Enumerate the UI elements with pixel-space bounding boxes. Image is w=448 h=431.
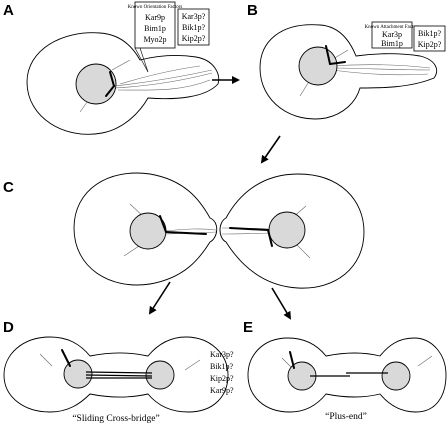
arrow-c-to-d	[148, 281, 171, 315]
panel-e-cell	[247, 337, 447, 413]
putative-kip2p-b: Kip2p?	[418, 40, 442, 49]
putative-bik1p: Bik1p?	[182, 23, 206, 32]
factor-myo2p: Myo2p	[143, 35, 166, 44]
panel-a-nucleus	[75, 63, 117, 105]
panel-letter-c: C	[3, 179, 14, 196]
panel-b-nucleus	[298, 46, 338, 86]
panel-d-cell	[3, 336, 229, 413]
arrow-c-to-e	[271, 287, 292, 320]
factor-kar3p: Kar3p	[382, 30, 402, 39]
attachment-putative-box	[413, 25, 446, 52]
caption-sliding-cross-bridge: “Sliding Cross-bridge”	[72, 414, 159, 424]
attachment-factors-title: Known Attachment Factors	[365, 25, 420, 30]
orientation-putative-box	[177, 8, 210, 46]
panel-e-right-nucleus	[381, 361, 411, 391]
arrow-b-to-c	[260, 135, 281, 164]
de-factor-bik1p: Bik1p?	[210, 362, 234, 371]
panel-c-cells	[73, 172, 365, 289]
putative-kar3p: Kar3p?	[182, 12, 206, 21]
de-factor-kip2p: Kip2p?	[210, 374, 234, 383]
panel-c-right-nucleus	[268, 211, 306, 249]
attachment-factors-box	[371, 21, 413, 49]
panel-b-cell	[259, 24, 438, 120]
putative-bik1p-b: Bik1p?	[418, 29, 442, 38]
panel-letter-d: D	[3, 319, 14, 336]
putative-kip2p: Kip2p?	[182, 34, 206, 43]
panel-letter-a: A	[3, 2, 14, 19]
panel-a-cell	[26, 32, 220, 135]
orientation-factors-box	[134, 1, 176, 49]
caption-plus-end: “Plus-end”	[325, 412, 367, 422]
panel-letter-b: B	[247, 2, 258, 19]
orientation-factors-title: Known Orientation Factors	[128, 5, 183, 10]
panel-d-right-nucleus	[145, 360, 175, 390]
de-factor-kar3p: Kar3p?	[210, 350, 234, 359]
factor-kar9p: Kar9p	[145, 13, 165, 22]
de-factor-kar9p: Kar9p?	[210, 386, 234, 395]
panel-d-left-nucleus	[63, 359, 93, 389]
factor-bim1p-b: Bim1p	[381, 39, 403, 48]
factor-bim1p: Bim1p	[144, 24, 166, 33]
panel-letter-e: E	[243, 319, 253, 336]
